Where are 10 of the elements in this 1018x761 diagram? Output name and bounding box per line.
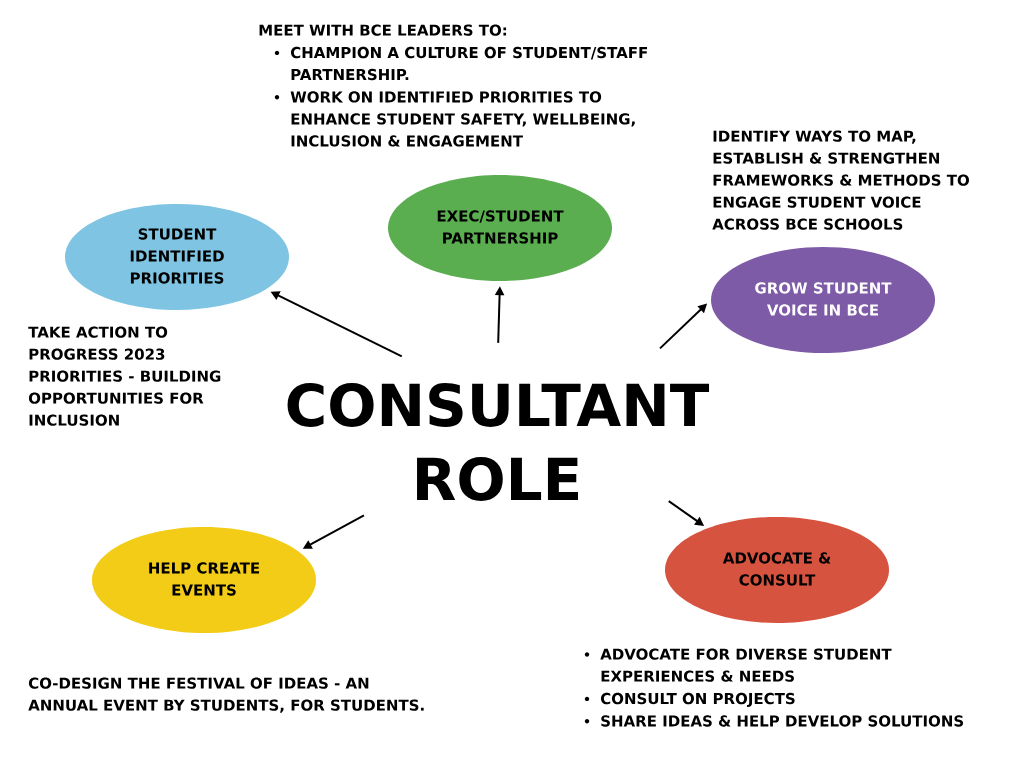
note-text: TAKE ACTION TO PROGRESS 2023 PRIORITIES - BUILDING OPPORTUNITIES FOR INCLUSION <box>28 326 221 426</box>
central-title: CONSULTANT ROLE <box>287 383 710 501</box>
note-text: MEET WITH BCE LEADERS TO: <box>259 24 507 36</box>
note-text: IDENTIFY WAYS TO MAP, ESTABLISH & STRENGTHEN FRAMEWORKS & METHODS TO ENGAGE STUDENT VOICE ACROSS BCE SCHOOLS <box>712 130 969 230</box>
bullet-text: CHAMPION A CULTURE OF STUDENT/STAFF PARTNERSHIP. <box>290 46 647 81</box>
bullet-text: CONSULT ON PROJECTS <box>600 692 795 707</box>
bullet-text: WORK ON IDENTIFIED PRIORITIES TO ENHANCE STUDENT SAFETY, WELLBEING, INCLUSION & ENGAGEMENT <box>290 91 635 147</box>
bullet-text: ADVOCATE FOR DIVERSE STUDENT EXPERIENCES & NEEDS <box>600 648 892 682</box>
note-text: CO-DESIGN THE FESTIVAL OF IDEAS - AN ANNUAL EVENT BY STUDENTS, FOR STUDENTS. <box>28 677 424 713</box>
bullet-text: SHARE IDEAS & HELP DEVELOP SOLUTIONS <box>601 715 964 727</box>
